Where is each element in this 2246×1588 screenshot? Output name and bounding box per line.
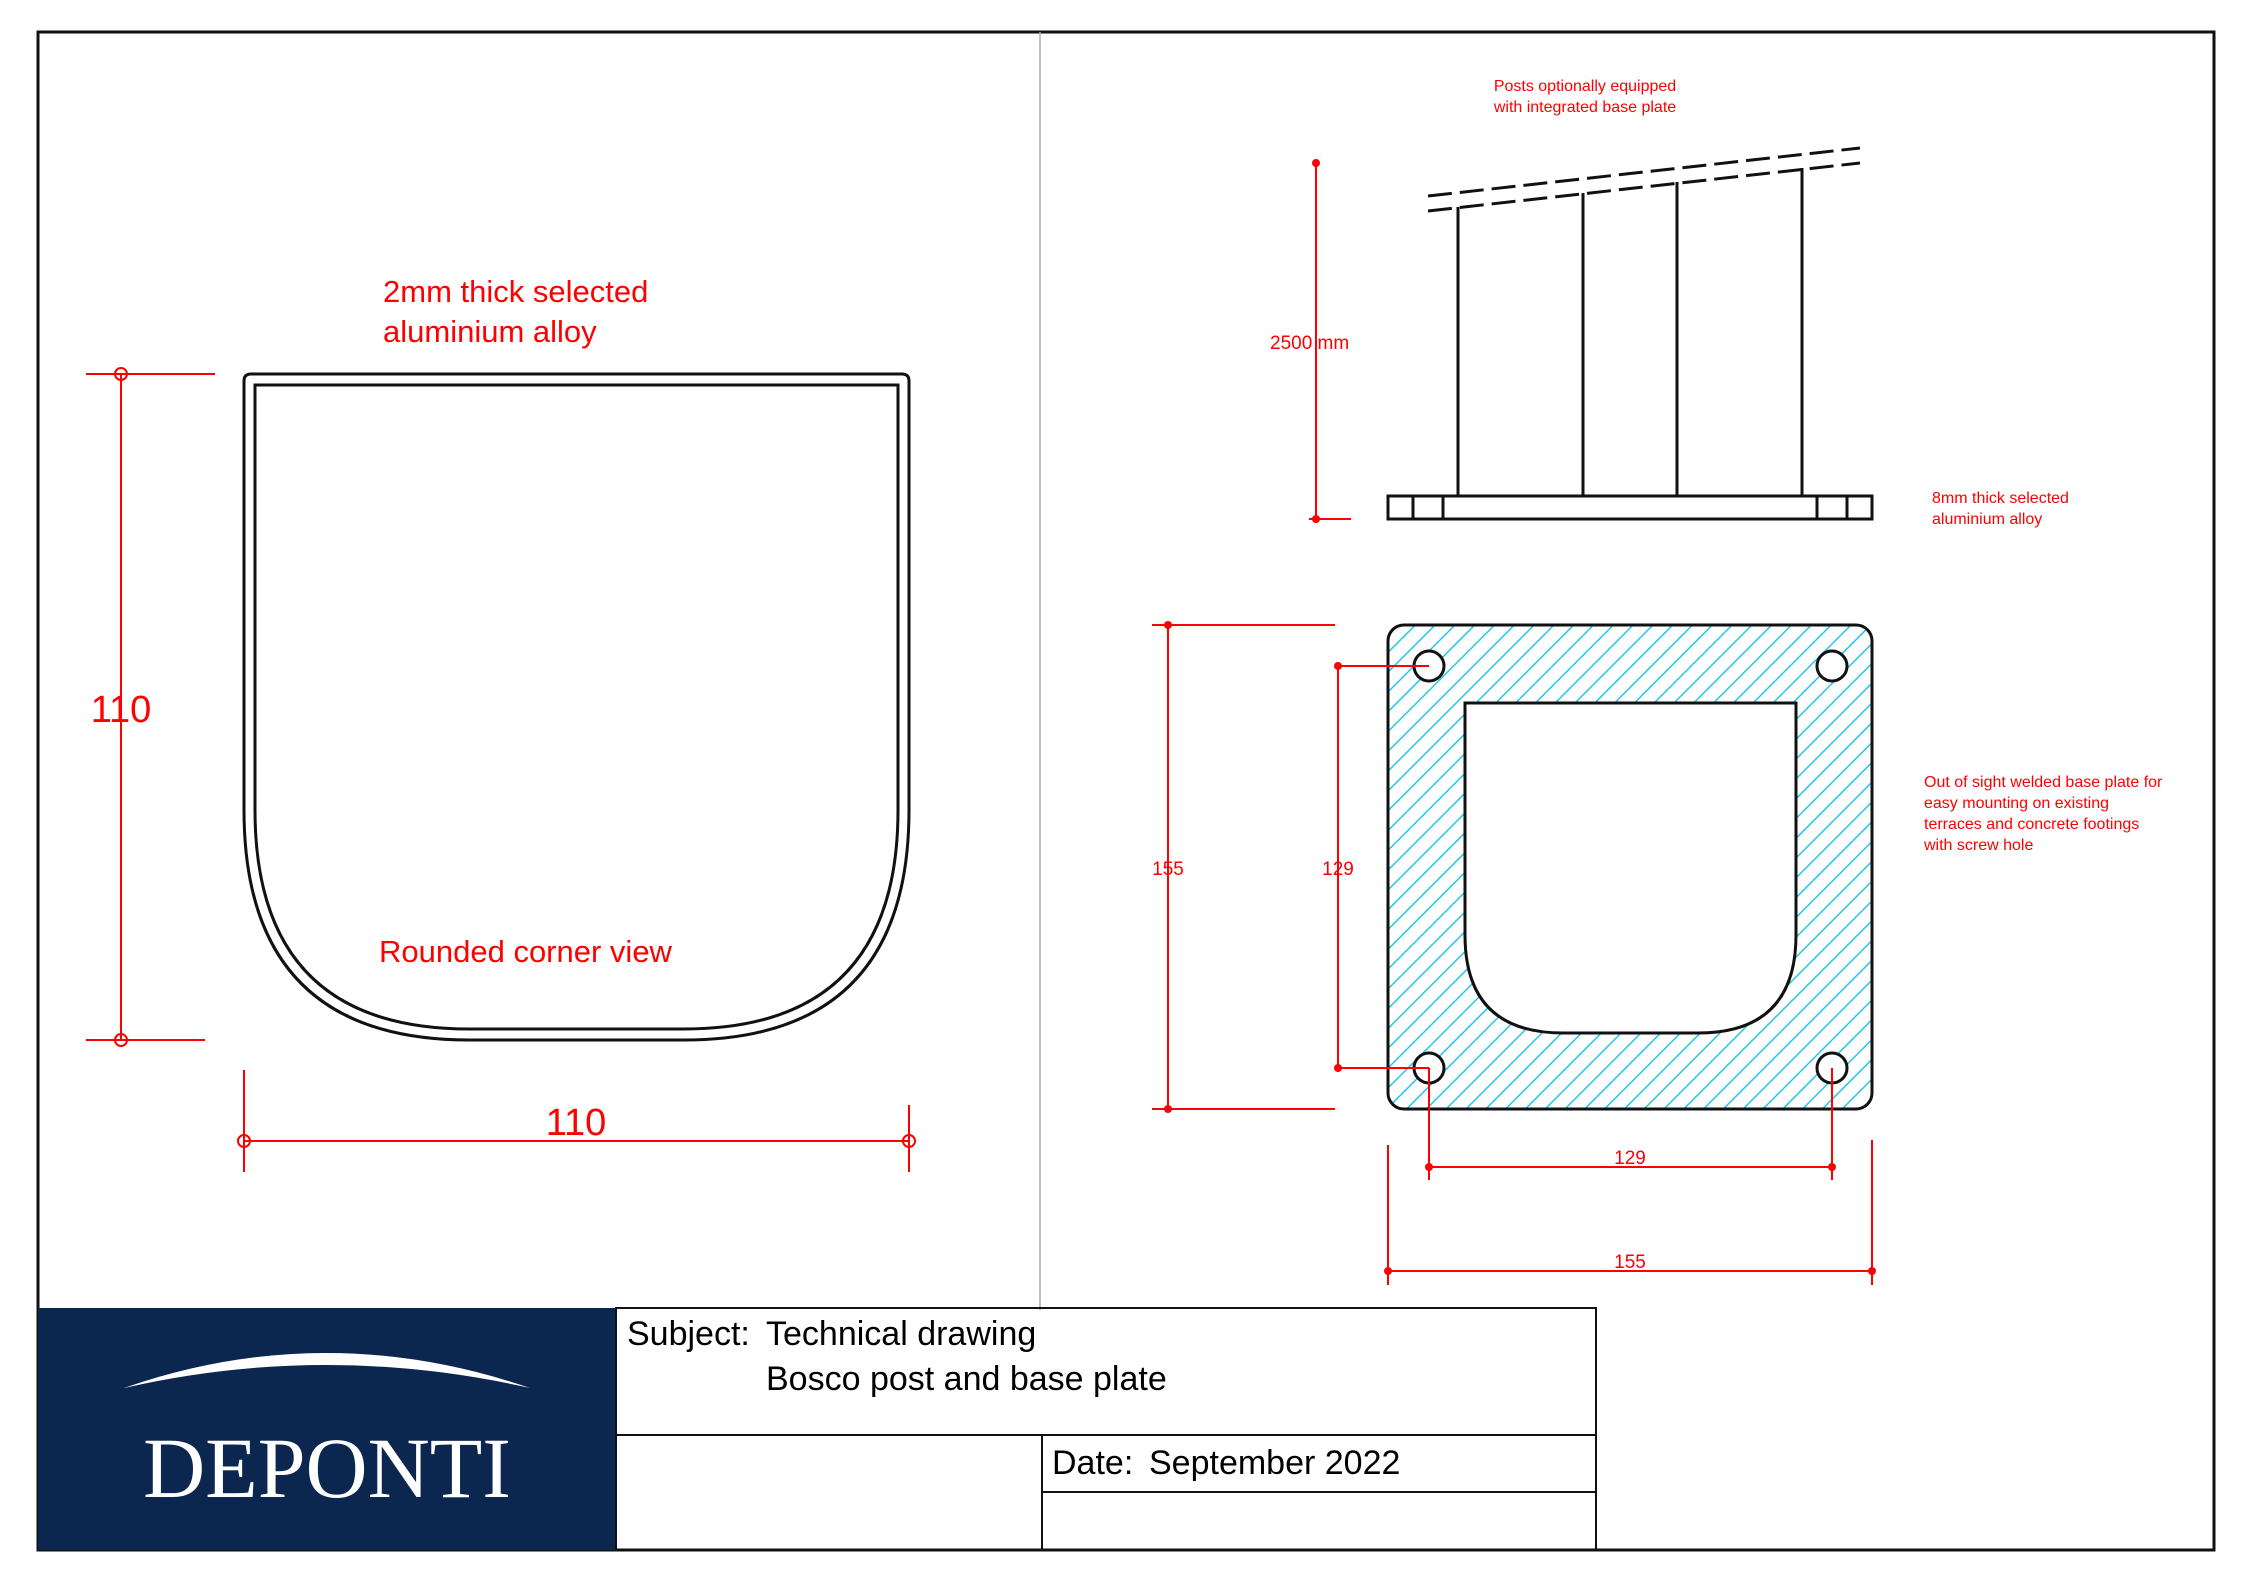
post-profile-view <box>242 372 911 1042</box>
side-height-dimension <box>1309 159 1351 523</box>
plate-hole-width-label: 129 <box>1614 1148 1646 1169</box>
plate-thickness-note-line1: 8mm thick selected <box>1932 490 2069 507</box>
rail-dashed-line-2 <box>1427 161 1861 213</box>
rail-dashed-line-1 <box>1427 146 1861 198</box>
plate-note-line3: terraces and concrete footings <box>1924 816 2139 833</box>
corner-note: Rounded corner view <box>379 934 673 969</box>
profile-dimensions <box>86 367 916 1172</box>
wall-note-line2: aluminium alloy <box>383 314 597 349</box>
subject-line2: Bosco post and base plate <box>766 1360 1167 1398</box>
title-block-grid <box>615 1307 1597 1551</box>
plate-outer-width-label: 155 <box>1614 1252 1646 1273</box>
profile-inner-outline <box>253 383 900 1031</box>
plate-hole-height-label: 129 <box>1322 859 1354 880</box>
plate-thickness-note-line2: aluminium alloy <box>1932 511 2042 528</box>
plate-note-line4: with screw hole <box>1923 837 2033 854</box>
brand-panel <box>38 1308 616 1550</box>
top-note-line1: Posts optionally equipped <box>1494 78 1676 95</box>
base-plate-side <box>1386 494 1874 521</box>
plate-outer-height-label: 155 <box>1152 859 1184 880</box>
plate-note-line1: Out of sight welded base plate for <box>1924 774 2163 791</box>
plate-note-line2: easy mounting on existing <box>1924 795 2109 812</box>
base-plate-plan-view <box>1386 623 1874 1111</box>
side-height-label: 2500 mm <box>1270 333 1349 354</box>
railing-side-view <box>1386 146 1874 521</box>
date-label: Date: <box>1052 1444 1133 1482</box>
screw-hole-top-right <box>1815 649 1849 683</box>
logo-swoosh <box>124 1353 530 1388</box>
base-plate-post-cutout <box>1463 701 1798 1035</box>
date-value: September 2022 <box>1149 1444 1400 1482</box>
subject-label: Subject: <box>627 1315 750 1353</box>
brand-logo-text: DEPONTI <box>143 1420 511 1516</box>
profile-width-label: 110 <box>546 1102 607 1144</box>
subject-line1: Technical drawing <box>766 1315 1036 1353</box>
profile-height-label: 110 <box>91 689 152 731</box>
profile-outer-outline <box>242 372 911 1042</box>
wall-note-line1: 2mm thick selected <box>383 274 648 309</box>
top-note-line2: with integrated base plate <box>1493 99 1676 116</box>
plate-dimensions <box>1152 621 1876 1285</box>
